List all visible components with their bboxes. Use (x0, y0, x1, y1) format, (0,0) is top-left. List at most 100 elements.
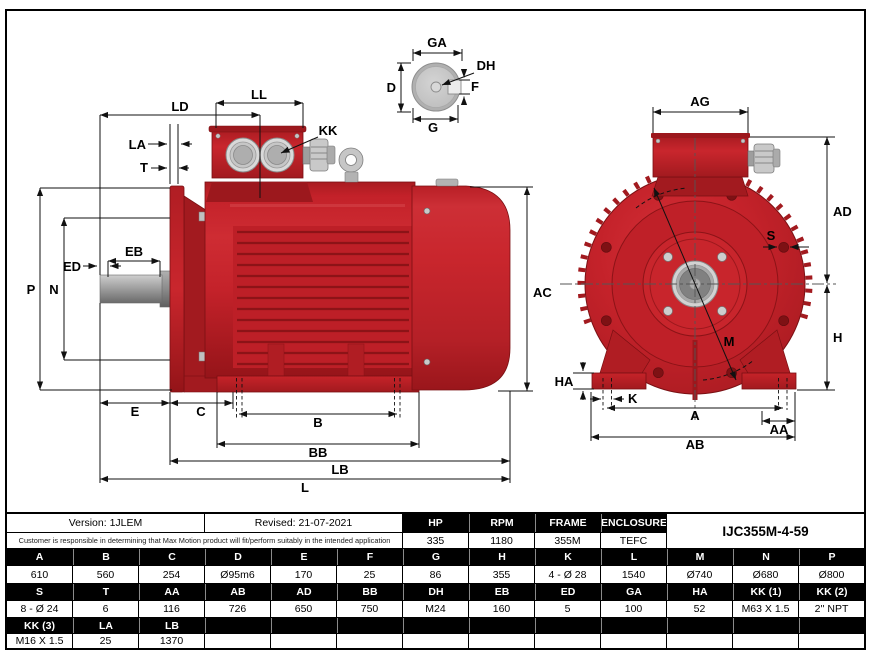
dim-value: M24 (403, 601, 468, 617)
dim-label-g: G (428, 120, 438, 135)
dim-header-empty (667, 618, 732, 633)
dim-header-empty (535, 618, 600, 633)
dim-header: KK (1) (733, 584, 798, 600)
spec-header-rpm: RPM (469, 514, 534, 532)
cable-gland-side (302, 138, 336, 172)
dim-header: G (403, 549, 468, 565)
dim-value: 650 (271, 601, 336, 617)
dim-label-s: S (767, 228, 776, 243)
dim-header-empty (271, 618, 336, 633)
center-hole (430, 81, 442, 93)
dim-value: 170 (271, 566, 336, 583)
side-view-dimensions: LD LL KK LA T P N ED EB E C B BB LB L AC (27, 87, 553, 495)
dim-header: B (73, 549, 138, 565)
dim-header: P (799, 549, 864, 565)
dim-label-eb: EB (125, 244, 143, 259)
dim-value: 25 (337, 566, 402, 583)
dim-label-d: D (387, 80, 396, 95)
dim-header: L (601, 549, 666, 565)
dim-label-la: LA (129, 137, 147, 152)
dim-value: 6 (73, 601, 138, 617)
spec-value-rpm: 1180 (469, 533, 534, 548)
dim-value: 5 (535, 601, 600, 617)
dim-header: ED (535, 584, 600, 600)
dim-label-ed: ED (63, 259, 81, 274)
dim-label-aa: AA (770, 422, 789, 437)
dim-header: F (337, 549, 402, 565)
terminal-box-front (652, 136, 749, 178)
dim-header: C (139, 549, 204, 565)
dim-value-empty (535, 634, 600, 648)
dim-label-e: E (131, 404, 140, 419)
dim-label-b: B (313, 415, 322, 430)
dim-header: H (469, 549, 534, 565)
dim-value: 52 (667, 601, 732, 617)
dim-header-empty (337, 618, 402, 633)
dim-label-ad: AD (833, 204, 852, 219)
shaft-end-view: GA D DH F G (387, 35, 496, 135)
dim-label-f: F (471, 79, 479, 94)
dim-value-empty (667, 634, 732, 648)
dim-header-empty (403, 618, 468, 633)
dim-value-empty (271, 634, 336, 648)
dim-header: EB (469, 584, 534, 600)
dim-header: T (73, 584, 138, 600)
dim-value: 4 - Ø 28 (535, 566, 600, 583)
dim-header-empty (799, 618, 864, 633)
dim-value-empty (601, 634, 666, 648)
dim-label-lb: LB (331, 462, 348, 477)
spec-value-enclosure: TEFC (601, 533, 666, 548)
spec-value-hp: 335 (403, 533, 468, 548)
dim-header: DH (403, 584, 468, 600)
spec-header-enclosure: ENCLOSURE (601, 514, 666, 532)
cable-gland-front (747, 143, 781, 174)
dim-header: K (535, 549, 600, 565)
dim-value: Ø95m6 (205, 566, 270, 583)
dim-value-empty (205, 634, 270, 648)
dim-header: AD (271, 584, 336, 600)
dim-label-ll: LL (251, 87, 267, 102)
dim-label-ha: HA (555, 374, 574, 389)
dim-value: 1370 (139, 634, 204, 648)
dim-label-l: L (301, 480, 309, 495)
fan-cover (411, 185, 511, 391)
dim-header: LA (73, 618, 138, 633)
dim-header: AA (139, 584, 204, 600)
dim-value-empty (469, 634, 534, 648)
lifting-eyebolt (338, 147, 364, 183)
dim-label-kk: KK (319, 123, 338, 138)
dim-header-empty (601, 618, 666, 633)
dim-label-n: N (49, 282, 58, 297)
dim-label-ld: LD (171, 99, 188, 114)
dim-header-empty (205, 618, 270, 633)
part-number: IJC355M-4-59 (667, 514, 864, 548)
foot-base (216, 375, 420, 393)
left-foot (591, 372, 647, 390)
dim-label-c: C (196, 404, 206, 419)
dim-header: LB (139, 618, 204, 633)
dim-header: KK (2) (799, 584, 864, 600)
title-block-table: Version: 1JLEM Revised: 21-07-2021 HP RP… (5, 512, 866, 650)
dim-value: 2'' NPT (799, 601, 864, 617)
dim-label-ga: GA (427, 35, 447, 50)
dim-header: BB (337, 584, 402, 600)
side-view-motor (99, 125, 511, 393)
shaft (99, 274, 163, 304)
right-foot (741, 372, 797, 390)
dim-value: 254 (139, 566, 204, 583)
revised-cell: Revised: 21-07-2021 (205, 514, 402, 532)
disclaimer-text: Customer is responsible in determining t… (7, 533, 402, 548)
spec-value-frame: 355M (535, 533, 600, 548)
dim-header: S (7, 584, 72, 600)
dim-header: D (205, 549, 270, 565)
dim-label-a: A (690, 408, 700, 423)
dim-value-empty (403, 634, 468, 648)
dim-value: Ø800 (799, 566, 864, 583)
dim-value: 100 (601, 601, 666, 617)
front-view-dimensions: AG AD S M H HA K A AA AB (555, 94, 852, 452)
dim-header-empty (733, 618, 798, 633)
dim-label-ag: AG (690, 94, 710, 109)
dim-value: Ø680 (733, 566, 798, 583)
dim-label-dh: DH (477, 58, 496, 73)
